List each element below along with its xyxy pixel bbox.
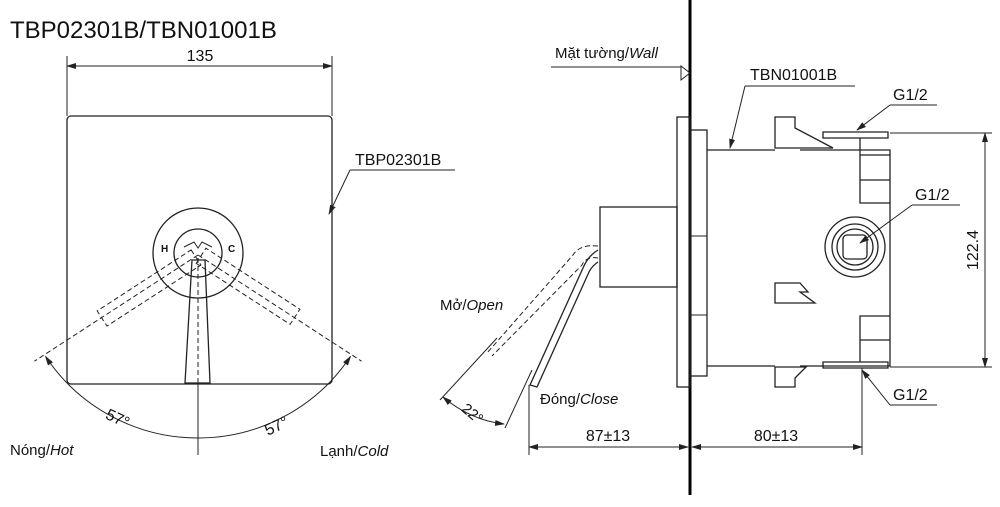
port-middle <box>824 216 886 278</box>
hot-mark: H <box>161 244 168 255</box>
lever-closed <box>529 249 599 388</box>
height-dimension: 122.4 <box>965 230 982 270</box>
hot-label: Nóng/Hot <box>10 442 74 459</box>
port-bottom-label: G1/2 <box>893 387 928 404</box>
port-bottom <box>822 315 890 369</box>
valve-body <box>707 149 891 367</box>
cold-label: Lạnh/Cold <box>320 443 389 460</box>
mount-clip <box>774 282 817 304</box>
wall-label: Mặt tường/Wall <box>555 45 659 62</box>
width-dimension: 135 <box>187 48 214 65</box>
plate-model-label: TBP02301B <box>355 152 441 169</box>
handle-hot-position <box>34 249 202 362</box>
front-view: 135 TBP02301B H C 57° 57° Nóng/Hot Lạnh/… <box>10 48 455 460</box>
body-model-label: TBN01001B <box>750 67 837 84</box>
plate-side <box>676 116 691 388</box>
depth-front-dimension: 87±13 <box>586 428 630 445</box>
angle-cold: 57° <box>262 414 291 440</box>
lever-open <box>486 245 599 357</box>
port-top-label: G1/2 <box>893 87 928 104</box>
side-view: Mặt tường/Wall Mở/Open Đóng/Close 22° TB… <box>439 0 992 495</box>
handle-front <box>184 259 211 384</box>
box-flange <box>689 129 708 377</box>
port-middle-label: G1/2 <box>915 187 950 204</box>
handle-base <box>599 206 678 288</box>
handle-cold-position <box>195 247 362 362</box>
mount-bracket-bottom <box>774 366 808 388</box>
wall-marker-icon <box>680 64 691 82</box>
port-top <box>822 131 890 204</box>
drawing-title: TBP02301B/TBN01001B <box>10 17 277 44</box>
depth-back-dimension: 80±13 <box>754 428 798 445</box>
rotation-arc <box>44 355 352 439</box>
open-label: Mở/Open <box>440 297 503 314</box>
angle-hot: 57° <box>103 406 132 432</box>
cover-plate <box>66 115 333 385</box>
cold-mark: C <box>228 244 235 255</box>
mount-bracket-top <box>774 116 834 149</box>
close-label: Đóng/Close <box>540 391 618 408</box>
lever-angle: 22° <box>458 400 486 428</box>
